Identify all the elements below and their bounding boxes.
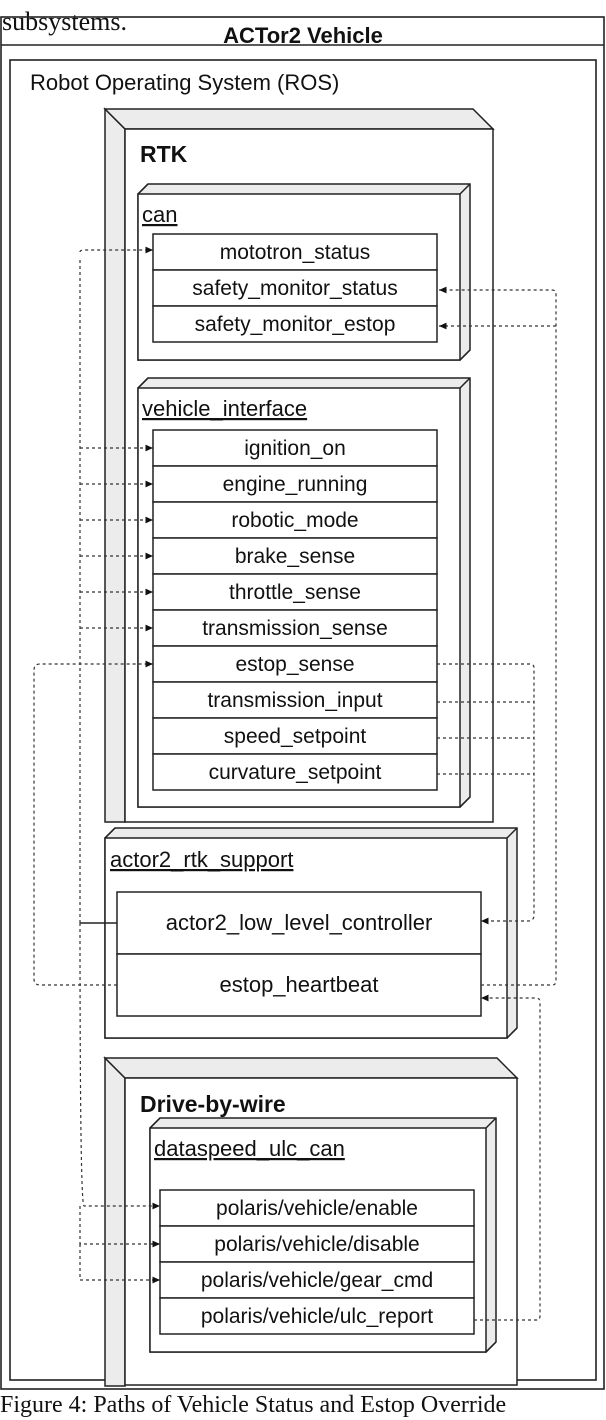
topic-box bbox=[159, 1261, 475, 1299]
node-box bbox=[116, 891, 482, 955]
node-estop-heartbeat: estop_heartbeat bbox=[219, 972, 378, 997]
topic-speed-setpoint: speed_setpoint bbox=[224, 725, 367, 748]
can-topic-list: mototron_status safety_monitor_statussafe… bbox=[152, 233, 438, 343]
arrow-low-level-controller bbox=[437, 663, 535, 925]
topic-box bbox=[152, 429, 438, 467]
drive-by-wire-label: Drive-by-wire bbox=[140, 1091, 286, 1117]
topic-mototron-status: mototron_status bbox=[220, 241, 371, 264]
topic-transmission-input: transmission_input bbox=[207, 689, 382, 712]
vehicle-title: ACTor2 Vehicle bbox=[223, 23, 383, 48]
topic-engine-running: engine_running bbox=[223, 473, 368, 496]
can-label: can bbox=[142, 202, 177, 227]
connector-paths bbox=[33, 246, 557, 1321]
topic-safety-monitor-estop: safety_monitor_estop bbox=[195, 313, 396, 336]
vehicle-interface-label: vehicle_interface bbox=[142, 396, 307, 421]
vehicle-frame: ACTor2 Vehicle bbox=[0, 16, 605, 1390]
topic-box bbox=[152, 233, 438, 271]
arrow-mototron-status bbox=[79, 246, 153, 254]
ros-label: Robot Operating System (ROS) bbox=[30, 70, 339, 95]
topic-box bbox=[152, 501, 438, 539]
topic-box bbox=[159, 1225, 475, 1263]
vehicle-interface-topic-list: ignition_on engine_running robotic_modebra… bbox=[152, 429, 438, 791]
topic-box bbox=[152, 645, 438, 683]
support-node-list: actor2_low_level_controller estop_heartbe… bbox=[116, 891, 482, 1017]
topic-polaris-vehicle-enable: polaris/vehicle/enable bbox=[216, 1197, 418, 1220]
topic-box bbox=[152, 269, 438, 307]
topic-polaris-vehicle-gear-cmd: polaris/vehicle/gear_cmd bbox=[201, 1269, 433, 1292]
topic-estop-sense: estop_sense bbox=[235, 653, 354, 676]
topic-box bbox=[152, 573, 438, 611]
topic-brake-sense: brake_sense bbox=[235, 545, 355, 568]
dataspeed-topic-list: polaris/vehicle/enable polaris/vehicle/di… bbox=[159, 1189, 475, 1335]
topic-box bbox=[152, 753, 438, 791]
topic-polaris-vehicle-ulc-report: polaris/vehicle/ulc_report bbox=[201, 1305, 433, 1328]
node-actor2-low-level-controller: actor2_low_level_controller bbox=[166, 910, 433, 935]
topic-robotic-mode: robotic_mode bbox=[231, 509, 358, 532]
node-box bbox=[116, 953, 482, 1017]
dataspeed-ulc-can-label: dataspeed_ulc_can bbox=[154, 1136, 345, 1161]
actor2-rtk-support-label: actor2_rtk_support bbox=[110, 847, 293, 872]
topic-box bbox=[152, 537, 438, 575]
topic-transmission-sense: transmission_sense bbox=[202, 617, 388, 640]
arrow-safety-monitor-status bbox=[439, 286, 557, 986]
topic-polaris-vehicle-disable: polaris/vehicle/disable bbox=[214, 1233, 419, 1256]
topic-safety-monitor-status: safety_monitor_status bbox=[192, 277, 397, 300]
topic-box bbox=[152, 305, 438, 343]
topic-ignition-on: ignition_on bbox=[244, 437, 346, 460]
figure-caption: Figure 4: Paths of Vehicle Status and Es… bbox=[0, 1392, 506, 1418]
topic-box bbox=[152, 717, 438, 755]
rtk-label: RTK bbox=[140, 141, 188, 167]
topic-box bbox=[152, 609, 438, 647]
header-fragment: subsystems. bbox=[2, 7, 127, 36]
arrow-gear-cmd bbox=[79, 1244, 160, 1284]
arrow-estop-sense bbox=[33, 660, 153, 986]
topic-curvature-setpoint: curvature_setpoint bbox=[209, 761, 382, 784]
topic-box bbox=[159, 1189, 475, 1227]
topic-throttle-sense: throttle_sense bbox=[229, 581, 361, 604]
topic-box bbox=[159, 1297, 475, 1335]
topic-box bbox=[152, 681, 438, 719]
